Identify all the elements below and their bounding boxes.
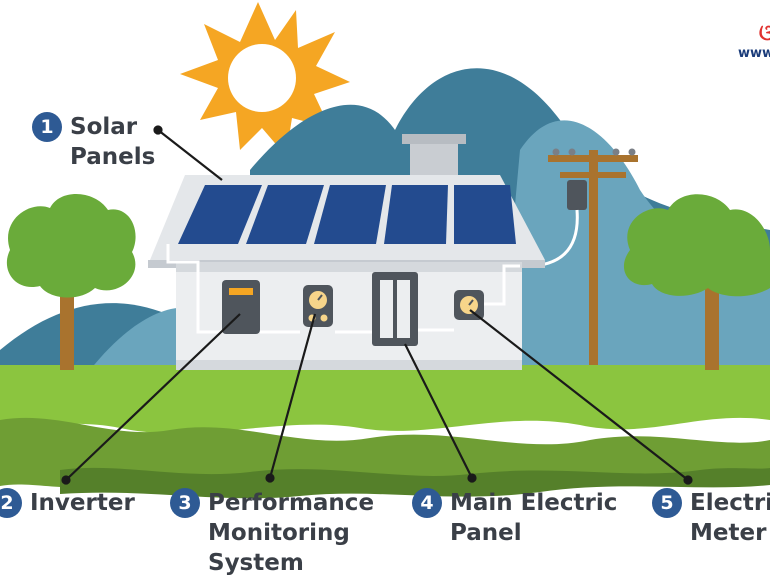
label-main-electric-panel: 4 Main Electric Panel [412,488,617,548]
label-line: Performance [208,490,375,516]
label-line: Panels [70,144,156,170]
label-line: Meter [690,520,767,546]
wiring [166,244,520,334]
watermark-url: www [737,46,770,61]
number-badge: 1 [32,112,62,142]
number-badge: 2 [0,488,22,518]
label-performance-monitoring-system: 3 Performance Monitoring System [170,488,374,578]
solar-panels [178,185,516,244]
inverter-device [222,280,260,334]
number-badge: 3 [170,488,200,518]
number-badge: 5 [652,488,682,518]
label-line: Inverter [30,490,135,516]
ground [0,365,770,499]
leader-lines [61,125,693,485]
electric-panel-device [372,272,418,346]
tree-left [6,193,136,370]
label-inverter: 2 Inverter [0,488,135,518]
label-line: Electric [690,490,770,516]
tree-right [623,194,770,370]
label-line: Solar [70,114,138,140]
label-line: Panel [450,520,522,546]
watermark-logo-mark: ଓ [758,21,770,46]
watermark-logo: ଓ www [738,22,770,62]
monitoring-device [303,285,333,327]
sun-icon [180,2,350,156]
number-badge: 4 [412,488,442,518]
label-electric-meter: 5 Electric Meter [652,488,770,548]
label-solar-panels: 1 Solar Panels [32,112,155,172]
electric-meter-device [454,290,484,320]
label-line: Monitoring [208,520,350,546]
label-line: System [208,550,304,576]
label-line: Main Electric [450,490,618,516]
